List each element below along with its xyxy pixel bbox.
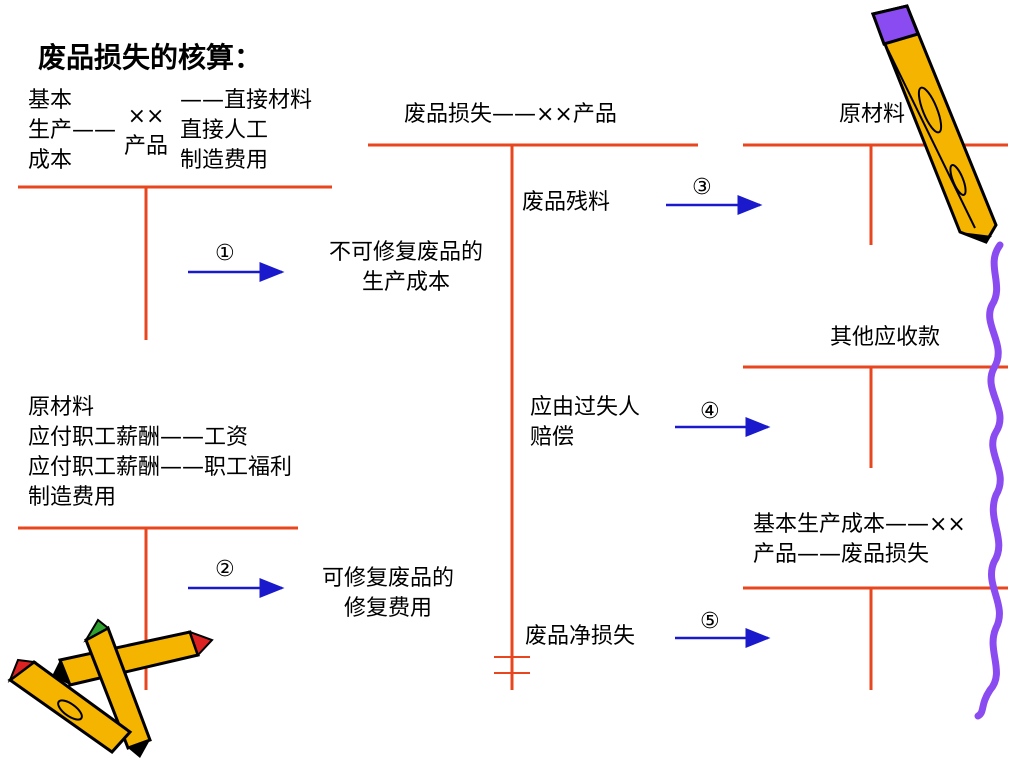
pencil-icon-bottom-left-c	[7, 658, 133, 754]
t-account-basic-production-loss	[743, 586, 1008, 690]
flow-marker-5: ⑤	[700, 609, 720, 634]
t-account-scrap-loss	[368, 143, 698, 690]
pencil-icon-top-right	[870, 4, 998, 244]
net-loss-entry: 废品净损失	[525, 624, 636, 649]
scrap-materials-entry: 废品残料	[522, 190, 611, 215]
basic-production-middle-label: ×× 产品	[124, 104, 169, 159]
flow-label-2: 可修复废品的 修复费用	[321, 566, 454, 621]
flow-marker-1: ①	[215, 241, 235, 266]
raw-materials-account-header: 原材料	[839, 102, 906, 127]
repair-cost-accounts: 原材料 应付职工薪酬——工资 应付职工薪酬——职工福利 制造费用	[28, 395, 293, 510]
basic-production-left-label: 基本 生产—— 成本	[28, 88, 117, 173]
flow-marker-3: ③	[692, 175, 712, 200]
basic-production-right-label: ——直接材料 直接人工 制造费用	[180, 88, 313, 173]
decorative-squiggle	[974, 241, 1004, 720]
flow-marker-4: ④	[700, 399, 720, 424]
pencil-icon-bottom-left-a	[52, 630, 214, 687]
basic-production-loss-account-header: 基本生产成本——×× 产品——废品损失	[753, 512, 966, 567]
page-title: 废品损失的核算：	[38, 41, 263, 74]
flow-label-1: 不可修复废品的 生产成本	[328, 240, 483, 295]
flow-marker-2: ②	[215, 557, 235, 582]
scrap-loss-account-header: 废品损失——××产品	[404, 102, 617, 127]
other-receivables-account-header: 其他应收款	[830, 325, 941, 350]
pencil-icon-bottom-left-b	[83, 618, 152, 758]
t-account-other-receivables	[743, 365, 1008, 468]
compensation-entry: 应由过失人 赔偿	[530, 395, 641, 450]
t-account-basic-production	[18, 185, 332, 340]
